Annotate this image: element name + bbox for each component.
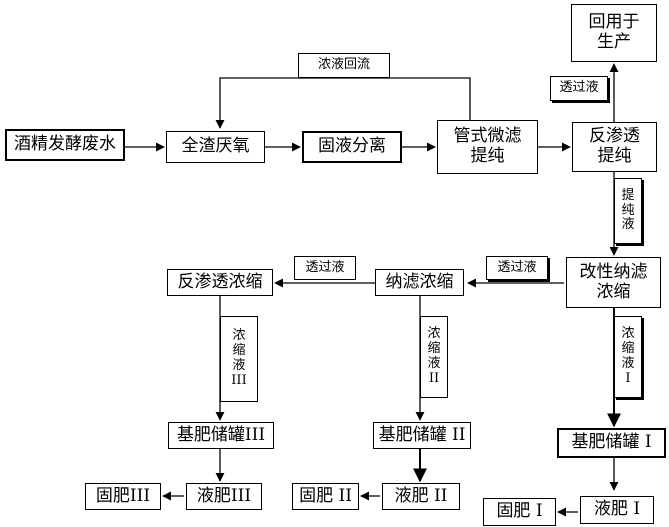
label-concentrate-3: 浓 缩 液 III	[220, 316, 258, 402]
node-tank-3: 基肥储罐III	[168, 422, 274, 449]
label-concentrate-return: 浓液回流	[298, 53, 390, 78]
node-separation: 固液分离	[302, 131, 402, 163]
node-tank-1: 基肥储罐 I	[557, 428, 666, 458]
node-ro-concentrate: 反渗透浓缩	[167, 269, 273, 296]
node-ro-purify: 反渗透 提纯	[572, 122, 657, 172]
node-microfiltration: 管式微滤 提纯	[437, 120, 538, 174]
node-solid-2: 固肥 II	[292, 483, 359, 510]
node-reuse: 回用于 生产	[571, 4, 657, 62]
label-concentrate-1: 浓 缩 液 I	[614, 316, 642, 398]
node-liquid-3: 液肥III	[186, 483, 262, 510]
node-solid-3: 固肥III	[85, 483, 161, 510]
node-solid-1: 固肥 I	[483, 498, 556, 526]
label-concentrate-2: 浓 缩 液 II	[420, 316, 448, 398]
label-permeate-top: 透过液	[550, 76, 608, 101]
arrow-concentrate-return	[215, 77, 471, 129]
node-anaerobic: 全渣厌氧	[166, 131, 265, 163]
node-wastewater: 酒精发酵废水	[5, 129, 125, 161]
node-tank-2: 基肥储罐 II	[373, 422, 471, 449]
node-liquid-2: 液肥 II	[382, 483, 460, 510]
node-liquid-1: 液肥 I	[580, 496, 654, 524]
node-nf-concentrate: 纳滤浓缩	[375, 269, 464, 296]
label-permeate-ro: 透过液	[294, 256, 356, 280]
node-modified-nf: 改性纳滤 浓缩	[566, 257, 661, 308]
label-purified-liquid: 提 纯 液	[614, 178, 642, 244]
label-permeate-nf: 透过液	[486, 256, 548, 280]
